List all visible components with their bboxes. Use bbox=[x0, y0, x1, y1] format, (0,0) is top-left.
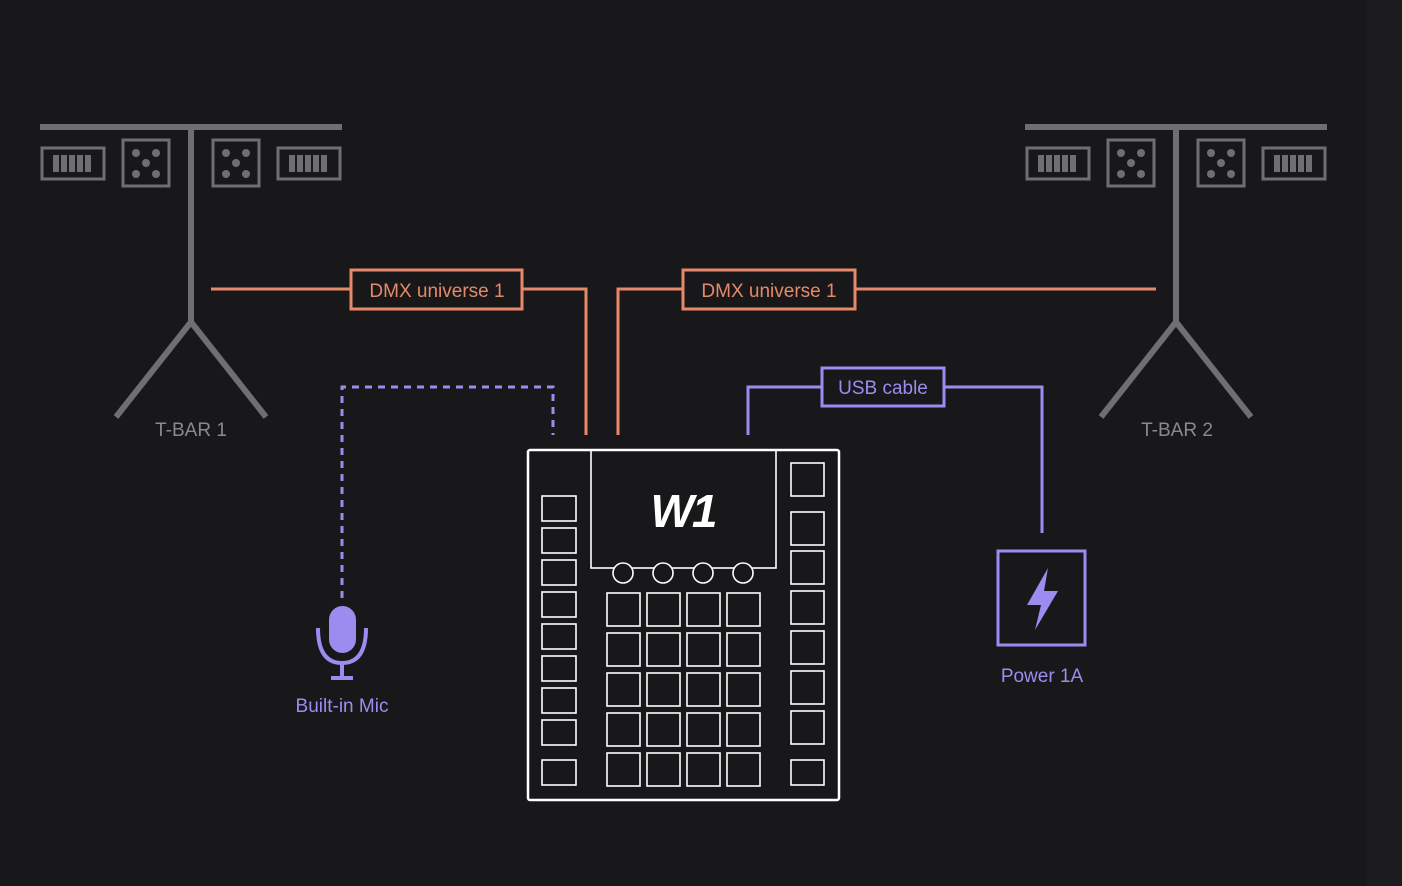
device-side-button bbox=[541, 759, 577, 786]
device-pad bbox=[686, 672, 721, 707]
usb-cable-to-power bbox=[944, 385, 1044, 533]
device-side-button bbox=[790, 630, 825, 665]
device-side-button bbox=[790, 670, 825, 705]
device-side-button bbox=[790, 710, 825, 745]
tbar-1-fixture-bar-right bbox=[276, 146, 342, 181]
device-right-buttons bbox=[790, 462, 825, 786]
device-side-button bbox=[541, 719, 577, 746]
w1-device: W1 bbox=[526, 448, 841, 802]
microphone-icon bbox=[316, 606, 368, 680]
tbar-2-fixture-bar-right bbox=[1261, 146, 1327, 181]
device-pad bbox=[686, 592, 721, 627]
device-pad bbox=[726, 672, 761, 707]
device-pad bbox=[646, 632, 681, 667]
device-left-buttons bbox=[541, 495, 577, 786]
device-pad-grid bbox=[606, 592, 761, 787]
tbar-2-fixture-bar-left bbox=[1025, 146, 1091, 181]
side-strip bbox=[1366, 0, 1402, 886]
lightning-icon bbox=[1027, 568, 1058, 630]
tbar-1-fixture-par-left bbox=[121, 138, 171, 188]
device-pad bbox=[726, 632, 761, 667]
tbar-1-stand bbox=[40, 124, 342, 419]
device-pad bbox=[726, 712, 761, 747]
device-side-button bbox=[790, 550, 825, 585]
device-pad bbox=[726, 752, 761, 787]
device-side-button bbox=[541, 591, 577, 618]
device-side-button bbox=[790, 511, 825, 546]
device-screen bbox=[590, 449, 777, 569]
device-side-button bbox=[541, 559, 577, 586]
tbar-1-label: T-BAR 1 bbox=[155, 420, 227, 441]
dmx-cable-right-from-device bbox=[616, 287, 683, 435]
device-side-button bbox=[541, 527, 577, 554]
device-pad bbox=[646, 752, 681, 787]
device-pad bbox=[686, 712, 721, 747]
device-side-button bbox=[790, 759, 825, 786]
device-side-button bbox=[541, 623, 577, 650]
device-logo: W1 bbox=[651, 485, 716, 537]
device-pad bbox=[726, 592, 761, 627]
device-pad bbox=[606, 712, 641, 747]
device-side-button bbox=[541, 495, 577, 522]
usb-label-box: USB cable bbox=[820, 366, 946, 408]
device-pad bbox=[646, 712, 681, 747]
tbar-1-fixture-bar-left bbox=[40, 146, 106, 181]
dmx-label-left-box: DMX universe 1 bbox=[349, 268, 524, 311]
power-label: Power 1A bbox=[1001, 666, 1084, 687]
usb-cable bbox=[746, 385, 822, 435]
dmx-label-left: DMX universe 1 bbox=[369, 281, 504, 302]
tbar-2-fixture-par-right bbox=[1196, 138, 1246, 188]
device-pad bbox=[606, 752, 641, 787]
dmx-cable-left-to-device bbox=[522, 287, 588, 435]
dmx-label-right: DMX universe 1 bbox=[701, 281, 836, 302]
mic-link-dashed bbox=[340, 385, 555, 598]
device-knobs bbox=[612, 562, 754, 584]
tbar-2-fixture-par-left bbox=[1106, 138, 1156, 188]
device-pad bbox=[686, 752, 721, 787]
device-pad bbox=[646, 592, 681, 627]
tbar-1-fixture-par-right bbox=[211, 138, 261, 188]
usb-label: USB cable bbox=[838, 378, 928, 399]
device-pad bbox=[686, 632, 721, 667]
tbar-2-label: T-BAR 2 bbox=[1141, 420, 1213, 441]
mic-label: Built-in Mic bbox=[296, 696, 389, 717]
power-supply bbox=[996, 549, 1087, 647]
device-pad bbox=[606, 672, 641, 707]
device-side-button bbox=[541, 655, 577, 682]
device-pad bbox=[606, 632, 641, 667]
device-side-button bbox=[790, 590, 825, 625]
dmx-label-right-box: DMX universe 1 bbox=[681, 268, 857, 311]
device-pad bbox=[646, 672, 681, 707]
device-pad bbox=[606, 592, 641, 627]
device-side-button bbox=[541, 687, 577, 714]
device-side-button bbox=[790, 462, 825, 497]
tbar-2-stand bbox=[1025, 124, 1327, 419]
